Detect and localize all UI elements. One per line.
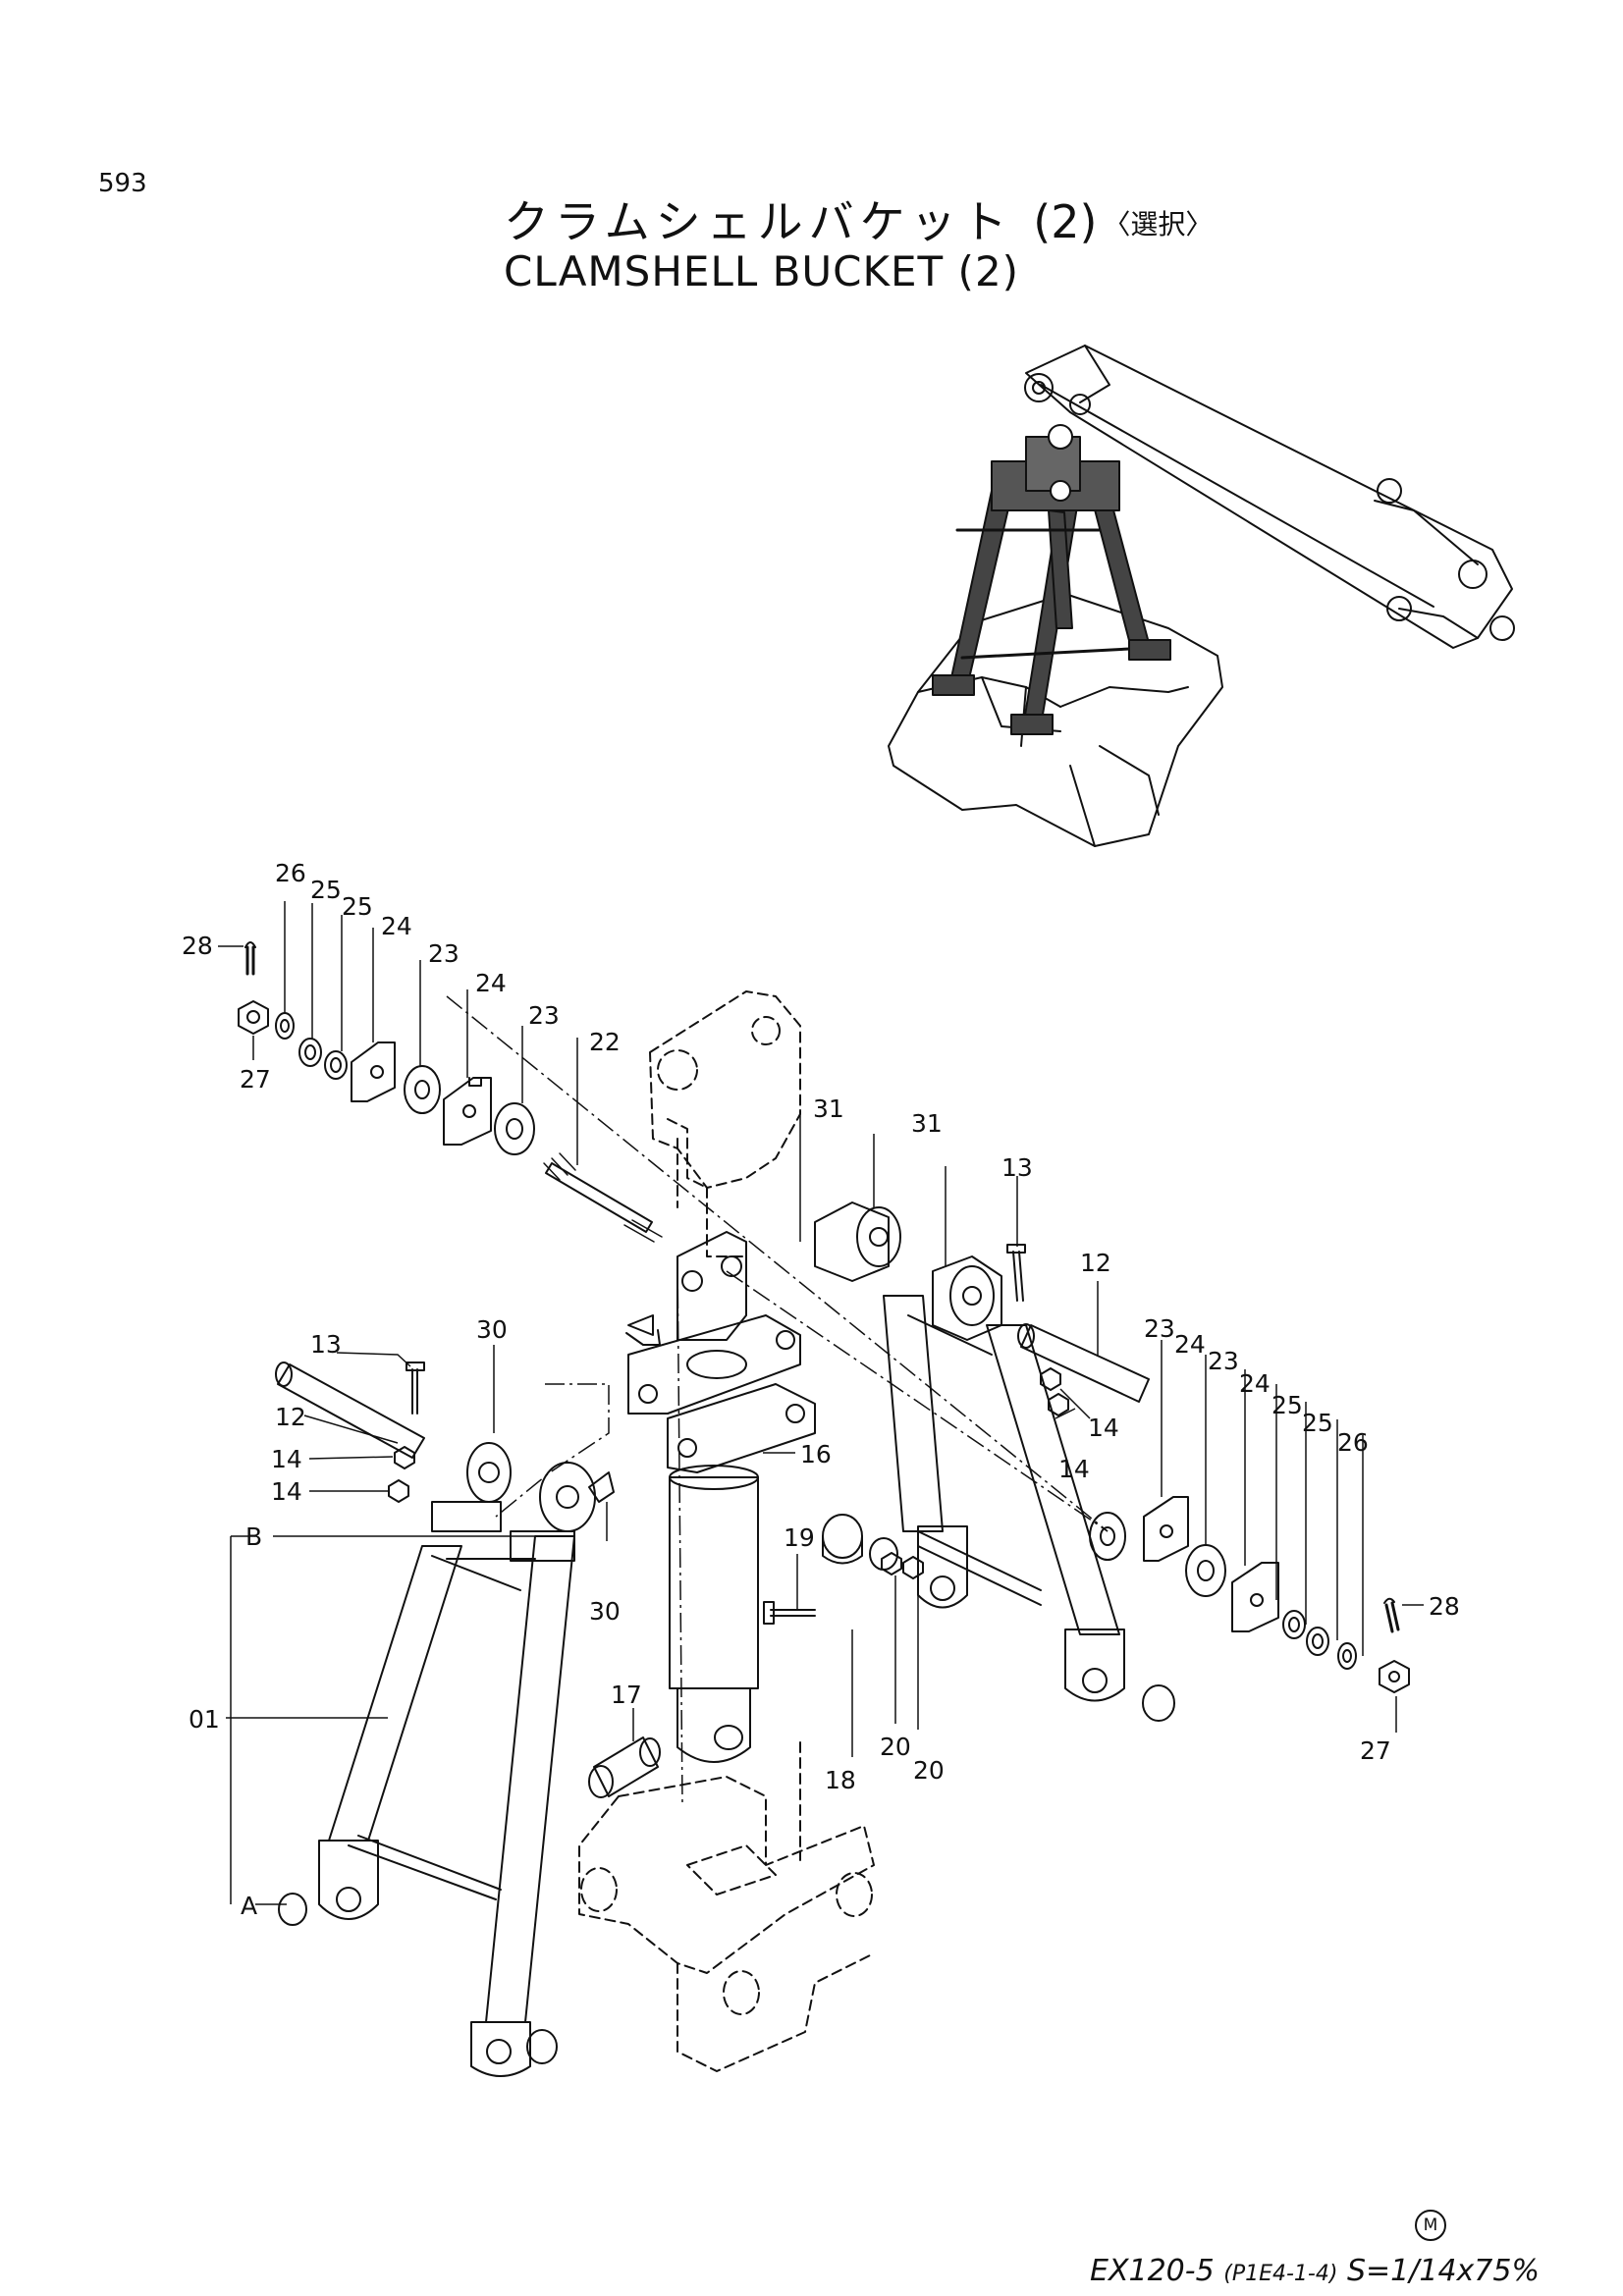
callout-27: 27 [1360, 1736, 1391, 1765]
m-mark-badge: M [1415, 2210, 1446, 2241]
callout-25: 25 [310, 876, 342, 904]
pin-hardware-center [588, 1514, 924, 1798]
callout-28: 28 [1429, 1592, 1460, 1621]
callout-26: 26 [275, 859, 306, 887]
title-japanese-text: クラムシェルバケット [504, 195, 1013, 248]
callout-20: 20 [913, 1756, 945, 1785]
callout-28: 28 [182, 932, 213, 960]
callout-25: 25 [1302, 1409, 1333, 1437]
footer-model: EX120-5 [1090, 2254, 1215, 2288]
footer-reference: (P1E4-1-4) [1223, 2262, 1338, 2286]
left-guide-frame [278, 1442, 615, 2077]
footer-model-line: EX120-5 (P1E4-1-4) S=1/14x75% [1090, 2254, 1540, 2288]
title-english: CLAMSHELL BUCKET (2) [504, 247, 1020, 295]
callout-18: 18 [825, 1766, 856, 1794]
lower-frame-dashed [578, 1741, 875, 2072]
callout-13: 13 [310, 1330, 342, 1359]
callout-25: 25 [342, 892, 373, 921]
callout-14: 14 [271, 1477, 302, 1506]
callout-26: 26 [1337, 1428, 1369, 1457]
callout-23: 23 [1208, 1347, 1239, 1375]
callout-12: 12 [1080, 1249, 1111, 1277]
title-japanese-number: (2) [1033, 195, 1098, 248]
callout-24: 24 [475, 969, 507, 997]
center-lines [446, 995, 1109, 1807]
callout-25: 25 [1271, 1391, 1303, 1419]
callout-14: 14 [1058, 1455, 1090, 1483]
pin-hardware-right-stack [1089, 1496, 1410, 1693]
callout-24: 24 [381, 912, 412, 940]
pin-hardware-right [1006, 1244, 1150, 1416]
callout-22: 22 [589, 1028, 621, 1056]
callout-30: 30 [589, 1597, 621, 1626]
callout-23: 23 [528, 1001, 560, 1030]
callout-12: 12 [275, 1403, 306, 1431]
callout-27: 27 [240, 1065, 271, 1094]
callout-A: A [241, 1892, 257, 1920]
pin-hardware-left [238, 941, 663, 1243]
callout-14: 14 [1088, 1414, 1119, 1442]
leader-lines [218, 901, 1424, 1905]
hydraulic-cylinder [625, 1231, 816, 1763]
page-number: 593 [98, 169, 147, 198]
callout-30: 30 [476, 1315, 508, 1344]
callout-23: 23 [1144, 1314, 1175, 1343]
upper-bracket-dashed [649, 990, 801, 1257]
callout-B: B [245, 1522, 262, 1551]
callout-17: 17 [611, 1681, 642, 1709]
right-guide-frame [814, 1201, 1175, 1722]
pin-hardware-left-lower [275, 1362, 425, 1503]
callout-24: 24 [1174, 1330, 1206, 1359]
callout-31: 31 [911, 1109, 943, 1138]
callout-31: 31 [813, 1095, 844, 1123]
callout-20: 20 [880, 1733, 911, 1761]
callout-23: 23 [428, 939, 460, 968]
title-option-tag: 〈選択〉 [1103, 208, 1214, 240]
callout-14: 14 [271, 1445, 302, 1473]
footer-scale: S=1/14x75% [1346, 2254, 1540, 2288]
callout-01: 01 [189, 1705, 220, 1734]
callout-19: 19 [784, 1523, 815, 1552]
machine-overview-illustration [888, 345, 1515, 847]
callout-13: 13 [1001, 1153, 1033, 1182]
callout-24: 24 [1239, 1369, 1271, 1398]
callout-16: 16 [800, 1440, 832, 1468]
title-japanese: クラムシェルバケット (2)〈選択〉 [504, 187, 1213, 251]
callout-labels: 28 26 25 25 24 23 24 23 27 22 31 31 13 1… [182, 859, 1460, 1920]
